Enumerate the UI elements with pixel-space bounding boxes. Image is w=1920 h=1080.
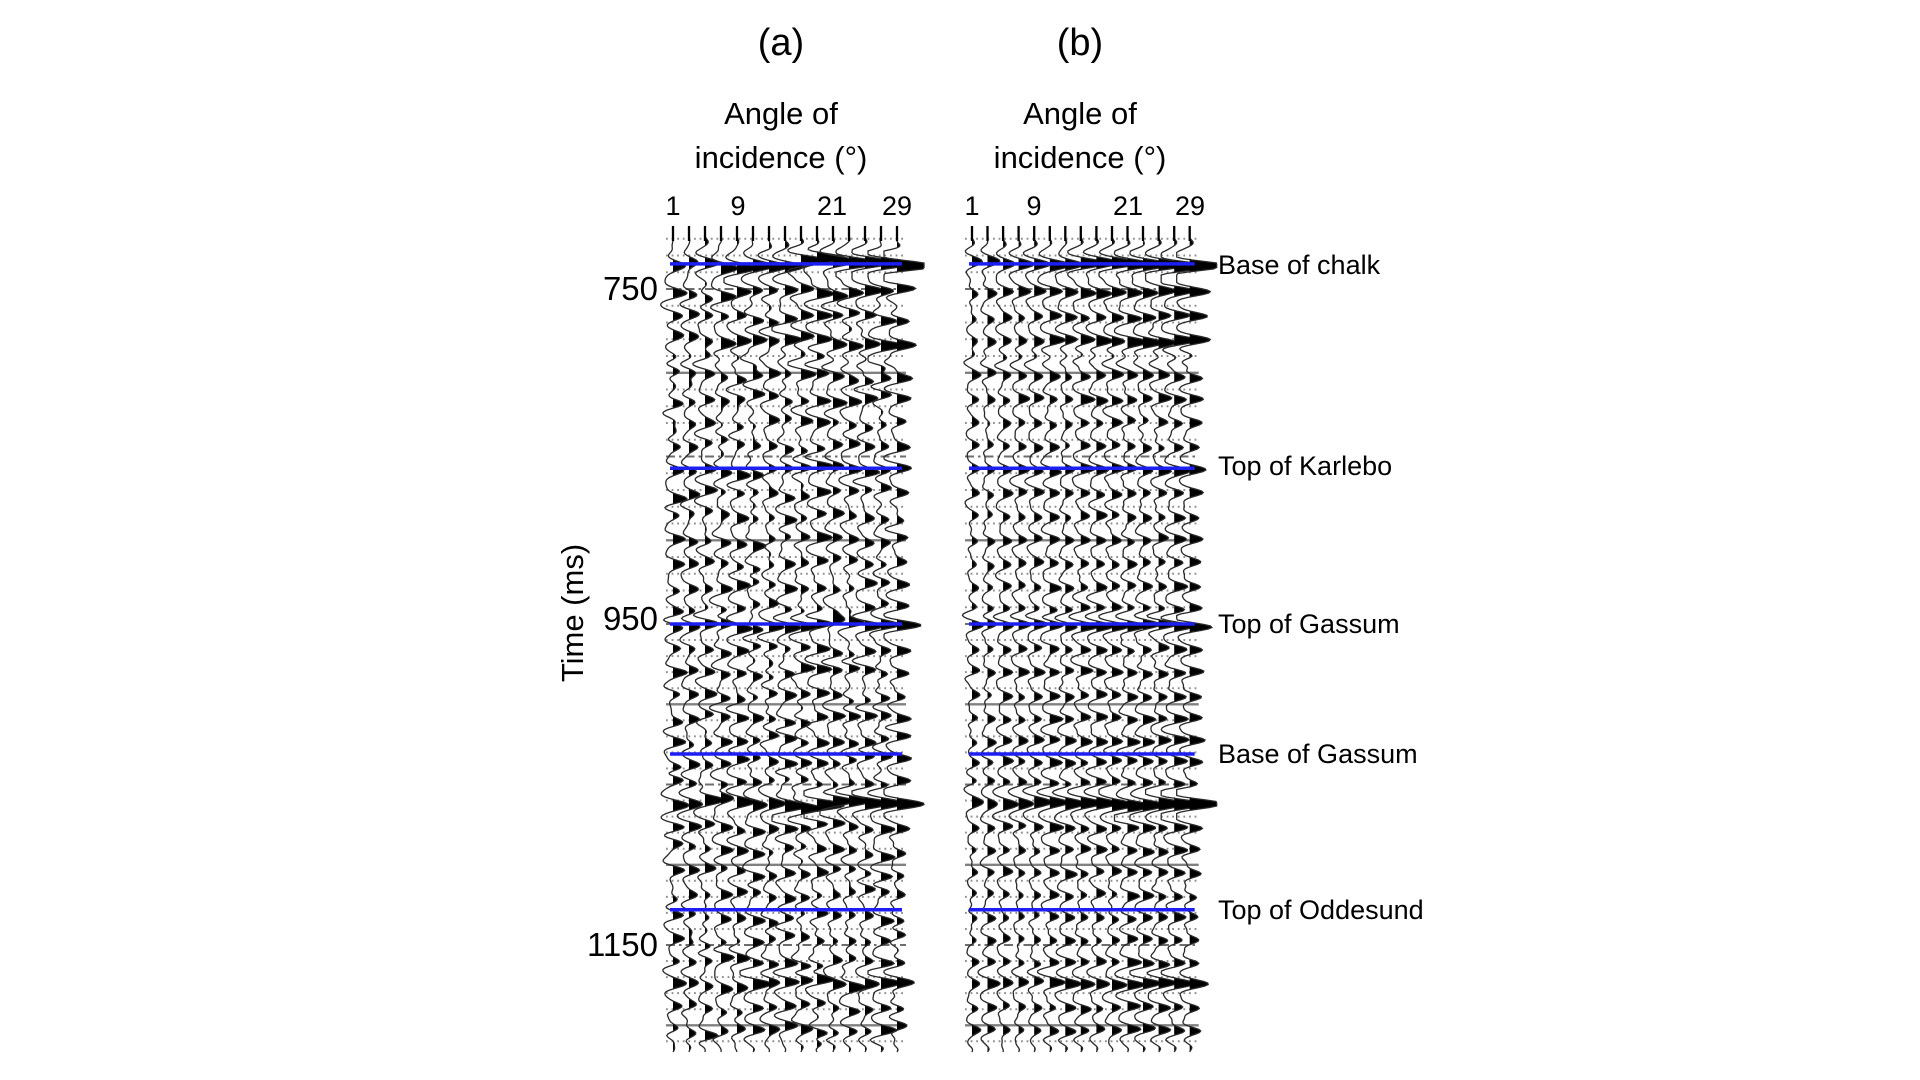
panel-a-label: (a) [757,22,805,64]
time-tick-950: 950 [602,600,658,637]
horizon-label-top-of-oddesund: Top of Oddesund [1218,895,1424,925]
panel-a-angle-tick-29: 29 [881,191,913,221]
panel-a-angle-tick-9: 9 [730,191,746,221]
panel-a-angle-axis-title-line2: incidence (°) [694,140,868,175]
horizon-label-base-of-gassum: Base of Gassum [1218,739,1418,769]
panel-b-label: (b) [1056,22,1104,64]
panel-b-angle-tick-9: 9 [1026,191,1042,221]
time-tick-1150: 1150 [587,926,658,963]
panel-b-angle-axis-title-line1: Angle of [1023,96,1137,131]
panel-b-angle-tick-29: 29 [1174,191,1206,221]
horizon-label-top-of-karlebo: Top of Karlebo [1218,451,1393,481]
horizon-label-top-of-gassum: Top of Gassum [1218,609,1400,639]
panel-b-angle-tick-21: 21 [1112,191,1144,221]
panel-a-angle-tick-1: 1 [665,191,681,221]
time-tick-750: 750 [602,270,658,307]
panel-a-angle-axis-title-line1: Angle of [724,96,838,131]
panel-b-angle-tick-1: 1 [964,191,980,221]
panel-a-angle-tick-21: 21 [816,191,848,221]
horizon-label-base-of-chalk: Base of chalk [1218,250,1381,280]
panel-b-angle-axis-title-line2: incidence (°) [993,140,1167,175]
